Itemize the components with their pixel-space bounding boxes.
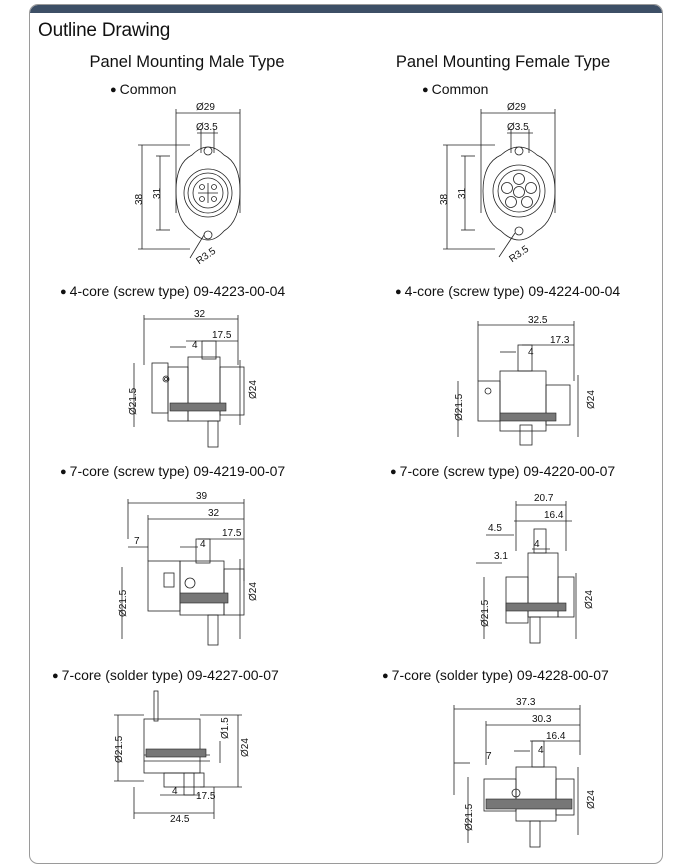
section-hatch — [179, 592, 229, 604]
female-item-1-label: ●4-core (screw type) 09-4224-00-04 — [395, 283, 620, 299]
m4-dim-175: 17.5 — [212, 330, 232, 341]
section-heading: Outline Drawing — [38, 20, 171, 41]
fs-dim-d24: Ø24 — [586, 790, 597, 809]
m7-dim-175: 17.5 — [222, 528, 242, 539]
m4-dim-d215: Ø21.5 — [128, 387, 139, 415]
female-dim-31: 31 — [457, 187, 468, 199]
male-item-2-label: ●7-core (screw type) 09-4219-00-07 — [60, 463, 285, 479]
male-dim-d35: Ø3.5 — [196, 122, 218, 133]
f7-dim-d215: Ø21.5 — [480, 599, 491, 627]
male-item-2-text: 7-core (screw type) 09-4219-00-07 — [69, 463, 286, 479]
ms-dim-d215: Ø21.5 — [114, 735, 125, 763]
fs-dim-164: 16.4 — [546, 731, 566, 742]
section-hatch — [169, 402, 227, 412]
f7-dim-31: 3.1 — [494, 551, 508, 562]
female-4core-screw-drawing: 32.5 17.3 4 Ø21.5 Ø24 — [454, 315, 597, 446]
female-dim-d35: Ø3.5 — [507, 122, 529, 133]
bullet-icon: ● — [382, 670, 389, 682]
f7-dim-45: 4.5 — [488, 523, 502, 534]
section-hatch — [145, 748, 207, 758]
female-dim-d29: Ø29 — [507, 102, 526, 113]
bullet-icon: ● — [395, 286, 402, 298]
male-7core-screw-drawing: 39 32 17.5 7 4 Ø21.5 Ø24 — [118, 491, 259, 646]
male-item-1-text: 4-core (screw type) 09-4223-00-04 — [69, 283, 286, 299]
male-dim-d29: Ø29 — [196, 102, 215, 113]
fs-dim-4: 4 — [538, 745, 544, 756]
male-7core-solder-drawing: Ø21.5 Ø1.5 Ø24 4 17.5 24.5 — [114, 690, 251, 825]
fs-dim-7: 7 — [486, 751, 492, 762]
female-front-view-drawing: Ø29 Ø3.5 38 31 R3.5 — [439, 102, 556, 265]
bullet-icon: ● — [422, 84, 429, 96]
female-common-text: Common — [431, 81, 489, 97]
male-dim-31: 31 — [152, 187, 163, 199]
fs-dim-303: 30.3 — [532, 714, 552, 725]
ms-dim-4: 4 — [172, 786, 178, 797]
f7-dim-207: 20.7 — [534, 493, 554, 504]
panel-header-bar — [30, 5, 662, 13]
male-common-label: ●Common — [110, 81, 176, 97]
ms-dim-175: 17.5 — [196, 791, 216, 802]
female-item-3-label: ●7-core (solder type) 09-4228-00-07 — [382, 667, 609, 683]
m7-dim-4: 4 — [200, 539, 206, 550]
m7-dim-32: 32 — [208, 508, 220, 519]
male-4core-screw-drawing: 32 17.5 4 Ø21.5 Ø24 — [128, 309, 259, 448]
male-common-text: Common — [119, 81, 177, 97]
male-item-1-label: ●4-core (screw type) 09-4223-00-04 — [60, 283, 285, 299]
female-dim-r: R3.5 — [507, 244, 531, 265]
male-type-title: Panel Mounting Male Type — [89, 53, 285, 71]
fs-dim-d215: Ø21.5 — [464, 803, 475, 831]
male-item-3-label: ●7-core (solder type) 09-4227-00-07 — [52, 667, 279, 683]
female-type-title: Panel Mounting Female Type — [395, 53, 611, 71]
f4-dim-4: 4 — [528, 347, 534, 358]
female-dim-38: 38 — [439, 193, 450, 205]
section-hatch — [499, 412, 557, 422]
female-common-label: ●Common — [422, 81, 488, 97]
bullet-icon: ● — [110, 84, 117, 96]
ms-dim-d15: Ø1.5 — [220, 717, 231, 739]
f7-dim-d24: Ø24 — [584, 590, 595, 609]
female-item-2-label: ●7-core (screw type) 09-4220-00-07 — [390, 463, 615, 479]
m7-dim-d24: Ø24 — [248, 582, 259, 601]
bullet-icon: ● — [60, 466, 67, 478]
section-hatch — [505, 602, 567, 612]
f7-dim-164: 16.4 — [544, 510, 564, 521]
male-front-view-drawing: Ø29 Ø3.5 38 31 R3.5 — [134, 102, 241, 267]
m4-dim-d24: Ø24 — [248, 380, 259, 399]
female-item-3-text: 7-core (solder type) 09-4228-00-07 — [391, 667, 609, 683]
female-item-1-text: 4-core (screw type) 09-4224-00-04 — [404, 283, 621, 299]
outline-drawing-panel: Outline Drawing Panel Mounting Male Type… — [29, 4, 663, 864]
f4-dim-d215: Ø21.5 — [454, 393, 465, 421]
fs-dim-373: 37.3 — [516, 697, 536, 708]
m7-dim-7: 7 — [134, 536, 140, 547]
bullet-icon: ● — [390, 466, 397, 478]
m7-dim-d215: Ø21.5 — [118, 589, 129, 617]
female-item-2-text: 7-core (screw type) 09-4220-00-07 — [399, 463, 616, 479]
m7-dim-39: 39 — [196, 491, 208, 502]
ms-dim-d24: Ø24 — [240, 738, 251, 757]
f4-dim-173: 17.3 — [550, 335, 570, 346]
m4-dim-4: 4 — [192, 340, 198, 351]
female-7core-solder-drawing: 37.3 30.3 16.4 7 4 Ø21.5 Ø24 — [453, 697, 597, 848]
bullet-icon: ● — [52, 670, 59, 682]
male-item-3-text: 7-core (solder type) 09-4227-00-07 — [61, 667, 279, 683]
male-dim-38: 38 — [134, 193, 145, 205]
male-dim-r: R3.5 — [194, 246, 218, 267]
f7-dim-4: 4 — [534, 539, 540, 550]
bullet-icon: ● — [60, 286, 67, 298]
m4-dim-32: 32 — [194, 309, 206, 320]
female-7core-screw-drawing: 20.7 16.4 4.5 3.1 4 Ø21.5 Ø24 — [476, 493, 595, 644]
f4-dim-325: 32.5 — [528, 315, 548, 326]
f4-dim-d24: Ø24 — [586, 390, 597, 409]
section-hatch — [485, 798, 573, 810]
ms-dim-245: 24.5 — [170, 814, 190, 825]
